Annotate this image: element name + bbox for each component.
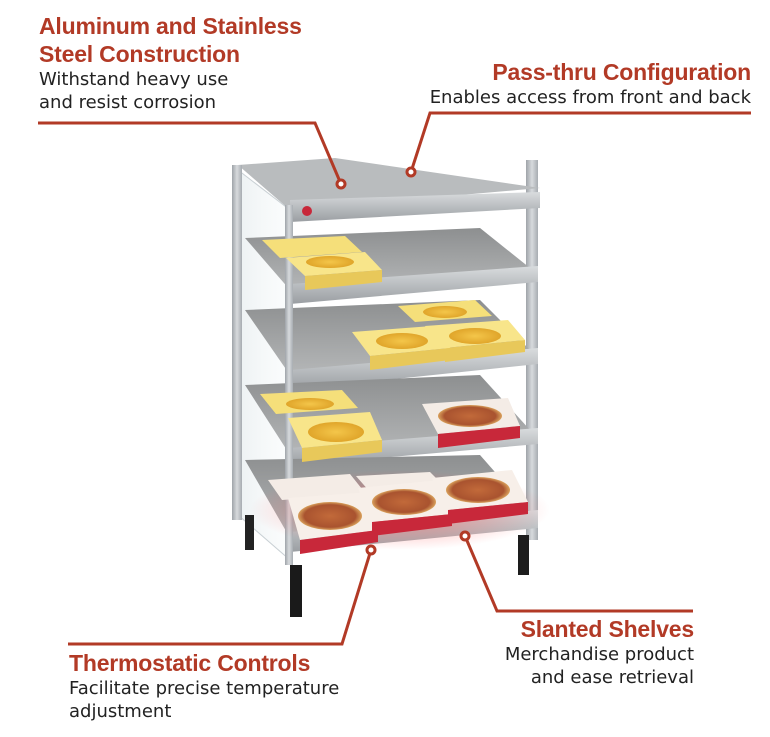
front-post-left xyxy=(285,205,293,565)
pizza-boxes-shelf-2 xyxy=(352,300,525,370)
callout-title: Steel Construction xyxy=(39,41,240,67)
dot-pass-thru xyxy=(405,166,417,178)
callout-description: Facilitate precise temperature xyxy=(69,678,340,699)
pizza-boxes-shelf-3 xyxy=(260,390,520,462)
callout-title: Slanted Shelves xyxy=(520,616,695,642)
callout-description: and resist corrosion xyxy=(39,92,217,113)
callout-title: Aluminum and Stainless xyxy=(39,13,302,39)
leg-back-right xyxy=(518,535,529,575)
leader-thermostatic xyxy=(68,549,373,646)
callout-title: Thermostatic Controls xyxy=(69,650,311,676)
leg-back-left xyxy=(245,515,254,550)
callout-title: Pass-thru Configuration xyxy=(492,59,751,85)
pizza-boxes-shelf-4 xyxy=(268,470,528,554)
callout-pass-thru: Pass-thru Configuration Enables access f… xyxy=(391,58,752,109)
dot-thermostatic xyxy=(365,544,377,556)
dot-slanted xyxy=(459,530,471,542)
callout-aluminum-construction: Aluminum and Stainless Steel Constructio… xyxy=(39,12,339,114)
callout-description: Enables access from front and back xyxy=(429,87,751,108)
callout-description: and ease retrieval xyxy=(530,667,694,688)
callout-description: adjustment xyxy=(69,701,172,722)
back-post-left xyxy=(232,165,242,520)
pizza-boxes-shelf-1 xyxy=(262,236,382,290)
callout-slanted-shelves: Slanted Shelves Merchandise product and … xyxy=(434,615,694,689)
logo-badge xyxy=(302,206,312,216)
top-shelf xyxy=(238,158,540,210)
dot-aluminum xyxy=(335,178,347,190)
leg-front-left xyxy=(290,565,302,617)
leader-aluminum xyxy=(38,121,343,185)
callout-thermostatic-controls: Thermostatic Controls Facilitate precise… xyxy=(69,649,369,723)
callout-description: Merchandise product xyxy=(504,644,694,665)
leader-pass-thru xyxy=(409,111,751,173)
callout-description: Withstand heavy use xyxy=(39,69,229,90)
leader-slanted xyxy=(463,535,693,613)
